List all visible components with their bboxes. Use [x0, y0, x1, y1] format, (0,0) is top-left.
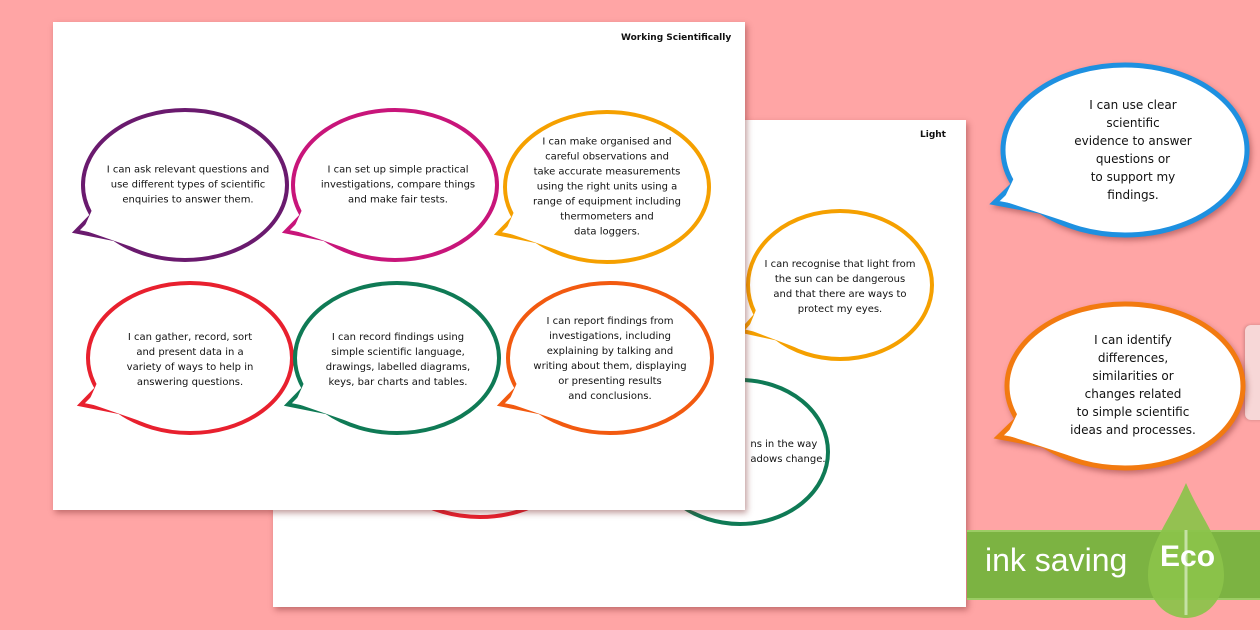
partial-card: [1245, 325, 1260, 420]
page-title: Working Scientifically: [621, 33, 732, 43]
eco-label: Eco: [1160, 540, 1216, 573]
speech-bubble-text: I can identify differences, similarities…: [1070, 333, 1196, 437]
speech-bubble-text: I can use clear scientific evidence to a…: [1074, 98, 1192, 202]
speech-bubble-text: I can recognise that light from the sun …: [764, 259, 916, 315]
speech-bubble-text: I can record findings using simple scien…: [325, 332, 471, 388]
speech-bubble-text: I can set up simple practical investigat…: [320, 164, 476, 206]
speech-bubble-text: I can report findings from investigation…: [533, 316, 687, 402]
ink-saving-label: ink saving: [985, 542, 1128, 578]
speech-bubble-text: I can make organised and careful observa…: [533, 136, 681, 238]
speech-bubble-text: I can ask relevant questions and use dif…: [106, 164, 270, 206]
ink-saving-banner: ink saving: [967, 530, 1260, 600]
working-scientifically-page: Working Scientifically: [53, 22, 745, 510]
speech-bubble-text: I can gather, record, sort and present d…: [126, 332, 254, 388]
speech-bubble-text: ns in the way adows change.: [750, 439, 826, 465]
page-title: Light: [920, 130, 946, 140]
